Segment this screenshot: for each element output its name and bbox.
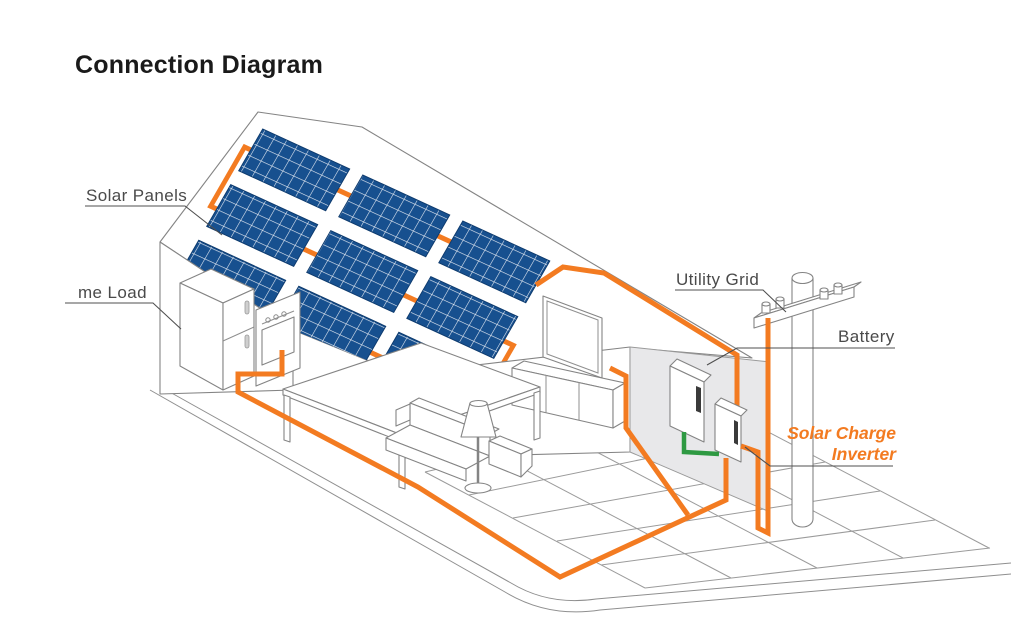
solar-panels-leader bbox=[85, 205, 223, 236]
inverter-label-line2: Inverter bbox=[832, 444, 897, 464]
battery-unit bbox=[669, 358, 712, 443]
dining-table bbox=[282, 342, 541, 490]
pv-to-inverter-wire bbox=[534, 264, 740, 406]
battery-vent bbox=[696, 386, 701, 413]
refrigerator bbox=[179, 268, 255, 391]
solar-panel bbox=[306, 230, 419, 314]
tv-load-wire bbox=[608, 365, 691, 517]
inverter-unit bbox=[714, 397, 748, 463]
battery-label: Battery bbox=[838, 327, 895, 346]
floor-lamp bbox=[460, 399, 497, 494]
home-load-label: me Load bbox=[78, 283, 147, 302]
fridge-handle bbox=[244, 334, 250, 349]
solar-panel bbox=[206, 184, 319, 268]
grid-wire bbox=[740, 318, 771, 538]
tv-console bbox=[511, 360, 626, 429]
solar-panel bbox=[338, 174, 451, 258]
oven bbox=[255, 291, 301, 387]
solar-panel bbox=[406, 276, 519, 360]
inverter-vent bbox=[734, 420, 738, 445]
home-load-leader bbox=[65, 302, 182, 330]
page-title: Connection Diagram bbox=[75, 51, 323, 79]
inverter-leader bbox=[744, 446, 893, 467]
battery-leader bbox=[706, 347, 895, 366]
home-load-wire bbox=[235, 350, 729, 580]
solar-panel bbox=[238, 128, 351, 212]
fridge-handle bbox=[244, 300, 250, 315]
solar-panels-label: Solar Panels bbox=[86, 186, 187, 205]
oven-knob bbox=[265, 317, 271, 323]
utility-pole bbox=[753, 271, 862, 528]
floor-outer-edge bbox=[149, 389, 1011, 613]
oven-knob bbox=[281, 311, 287, 317]
oven-knob bbox=[273, 314, 279, 320]
inverter-label-line1: Solar Charge bbox=[787, 423, 896, 443]
utility-grid-leader bbox=[675, 289, 787, 313]
battery-inverter-wire bbox=[681, 432, 720, 457]
utility-grid-label: Utility Grid bbox=[676, 270, 759, 289]
insulator-icon bbox=[761, 282, 843, 314]
floor-inner-rim bbox=[167, 390, 1011, 602]
